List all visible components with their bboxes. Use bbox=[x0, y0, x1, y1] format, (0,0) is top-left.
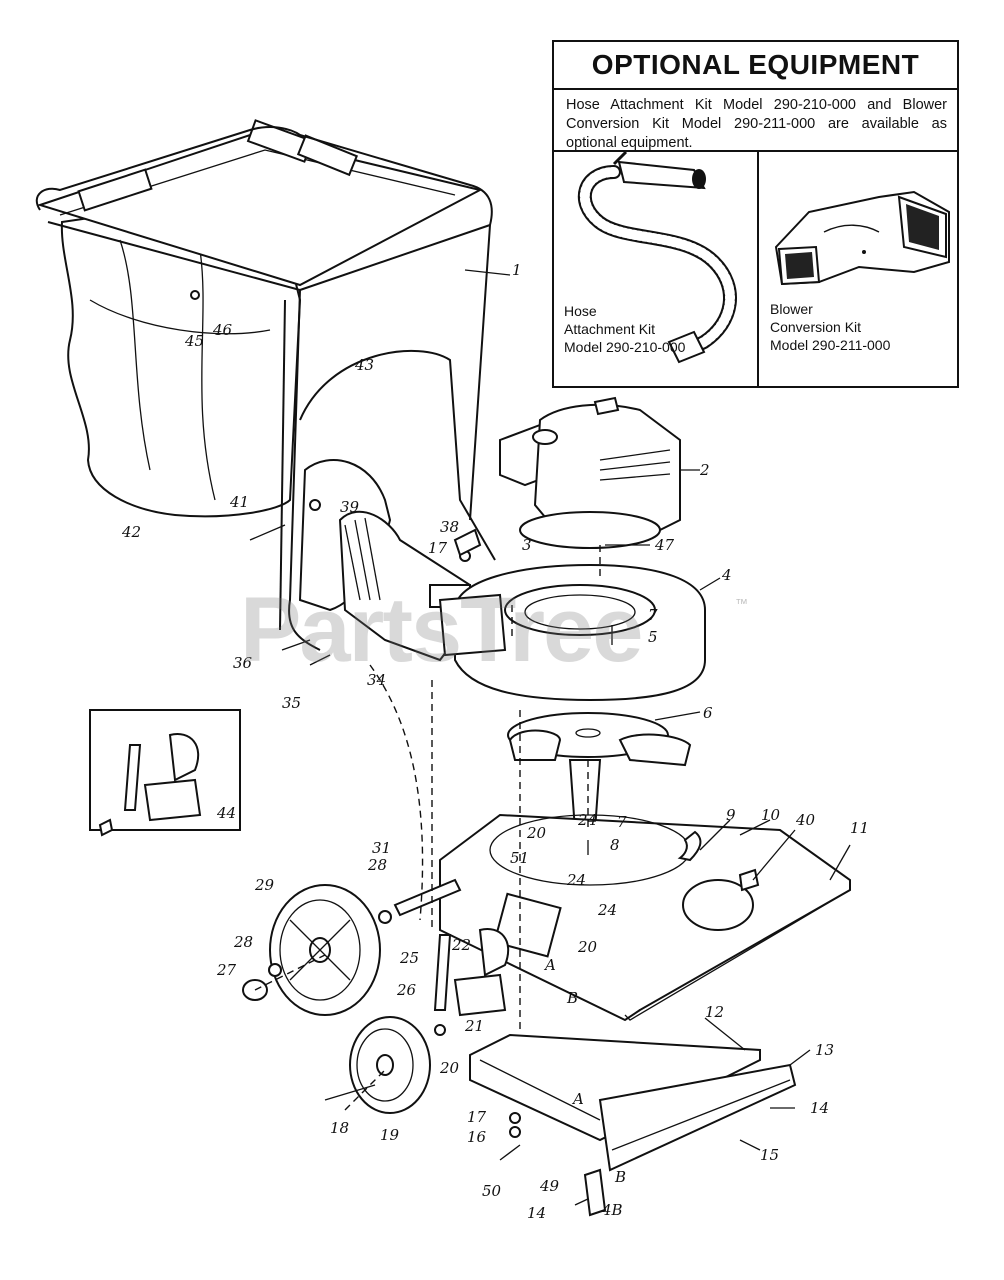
callout-1: 1 bbox=[512, 261, 522, 279]
callout-7b: 7 bbox=[617, 813, 627, 831]
callout-2: 2 bbox=[699, 461, 710, 479]
callout-3: 3 bbox=[522, 536, 532, 554]
callout-31: 31 bbox=[372, 839, 391, 857]
front-wheel bbox=[349, 1016, 431, 1114]
callout-36: 36 bbox=[233, 654, 253, 672]
callout-7a: 7 bbox=[648, 606, 658, 624]
callout-16: 16 bbox=[467, 1128, 487, 1146]
optional-equipment-panels: Hose Attachment Kit Model 290-210-000 Bl… bbox=[554, 152, 957, 386]
optional-equipment-title: OPTIONAL EQUIPMENT bbox=[554, 42, 957, 90]
blower-kit-line1: Blower bbox=[770, 301, 813, 317]
watermark: PartsTree bbox=[240, 579, 643, 681]
fasteners bbox=[190, 290, 760, 1217]
callout-refB2: B bbox=[614, 1168, 626, 1186]
hose-kit-illustration bbox=[577, 152, 737, 364]
callouts: 1 2 3 47 4 7 5 6 9 10 40 11 7 24 20 8 51… bbox=[121, 261, 869, 1222]
engine bbox=[499, 396, 681, 549]
optional-equipment-box: OPTIONAL EQUIPMENT Hose Attachment Kit M… bbox=[552, 40, 959, 388]
callout-26: 26 bbox=[396, 981, 417, 999]
height-adjuster bbox=[433, 928, 510, 1017]
callout-44: 44 bbox=[216, 804, 236, 822]
impeller bbox=[507, 712, 692, 831]
callout-51: 51 bbox=[510, 849, 529, 867]
callout-19: 19 bbox=[380, 1126, 400, 1144]
assembly-lines bbox=[254, 545, 601, 1111]
callout-39: 39 bbox=[340, 498, 360, 516]
rear-wheel bbox=[269, 884, 381, 1016]
callout-refA1: A bbox=[543, 956, 556, 974]
callout-12: 12 bbox=[705, 1003, 724, 1021]
callout-46: 46 bbox=[212, 321, 233, 339]
callout-refA2: A bbox=[571, 1090, 584, 1108]
callout-14b: 14 bbox=[527, 1204, 546, 1222]
callout-38: 38 bbox=[440, 518, 459, 536]
callout-15: 15 bbox=[760, 1146, 779, 1164]
axle bbox=[393, 878, 462, 917]
callout-5: 5 bbox=[648, 628, 658, 646]
callout-41: 41 bbox=[229, 493, 249, 511]
panel-divider bbox=[757, 152, 759, 386]
callout-17a: 17 bbox=[467, 1108, 487, 1126]
callout-8: 8 bbox=[610, 836, 620, 854]
callout-22: 22 bbox=[451, 936, 471, 954]
callout-refB1: B bbox=[566, 989, 578, 1007]
callout-29: 29 bbox=[254, 876, 275, 894]
callout-28a: 28 bbox=[233, 933, 253, 951]
watermark-trademark: ™ bbox=[735, 596, 748, 611]
callout-20a: 20 bbox=[526, 824, 547, 842]
handle-frame bbox=[35, 126, 496, 651]
callout-42: 42 bbox=[121, 523, 141, 541]
blower-kit-illustration bbox=[774, 190, 950, 286]
callout-27: 27 bbox=[216, 961, 237, 979]
inset-box bbox=[89, 709, 241, 837]
grass-bag bbox=[36, 119, 483, 518]
callout-35: 35 bbox=[282, 694, 301, 712]
callout-49: 49 bbox=[539, 1177, 560, 1195]
hose-kit-line1: Hose bbox=[564, 303, 597, 319]
hose-kit-line3: Model 290-210-000 bbox=[564, 339, 686, 355]
callout-4: 4 bbox=[721, 566, 732, 584]
callout-24c: 24 bbox=[597, 901, 617, 919]
callout-13: 13 bbox=[815, 1041, 834, 1059]
callout-20b: 20 bbox=[577, 938, 598, 956]
callout-20c: 20 bbox=[439, 1059, 460, 1077]
hose-kit-line2: Attachment Kit bbox=[564, 321, 656, 337]
callout-17b: 17 bbox=[428, 539, 448, 557]
callout-21: 21 bbox=[464, 1017, 484, 1035]
callout-28b: 28 bbox=[367, 856, 387, 874]
callout-14a: 14 bbox=[810, 1099, 829, 1117]
fan-housing bbox=[438, 563, 706, 702]
callout-45: 45 bbox=[184, 332, 204, 350]
blower-kit-line3: Model 290-211-000 bbox=[770, 337, 891, 353]
callout-9: 9 bbox=[726, 806, 736, 824]
callout-43: 43 bbox=[354, 356, 374, 374]
callout-10: 10 bbox=[761, 806, 781, 824]
blower-kit-caption: Blower Conversion Kit Model 290-211-000 bbox=[770, 300, 890, 354]
callout-24a: 24 bbox=[577, 811, 597, 829]
callout-40: 40 bbox=[795, 811, 816, 829]
callout-25: 25 bbox=[399, 949, 419, 967]
bottom-plate bbox=[469, 1033, 797, 1172]
callout-11: 11 bbox=[850, 819, 869, 837]
callout-48: 4B bbox=[601, 1201, 623, 1219]
leader-lines bbox=[464, 269, 851, 1151]
callout-34: 34 bbox=[367, 671, 386, 689]
optional-equipment-description: Hose Attachment Kit Model 290-210-000 an… bbox=[554, 90, 957, 152]
callout-47: 47 bbox=[654, 536, 675, 554]
callout-24b: 24 bbox=[566, 871, 586, 889]
callout-6: 6 bbox=[703, 704, 713, 722]
hose-kit-caption: Hose Attachment Kit Model 290-210-000 bbox=[564, 302, 685, 356]
blower-kit-line2: Conversion Kit bbox=[770, 319, 862, 335]
callout-18: 18 bbox=[330, 1119, 349, 1137]
main-deck bbox=[439, 813, 851, 1022]
callout-50: 50 bbox=[482, 1182, 502, 1200]
